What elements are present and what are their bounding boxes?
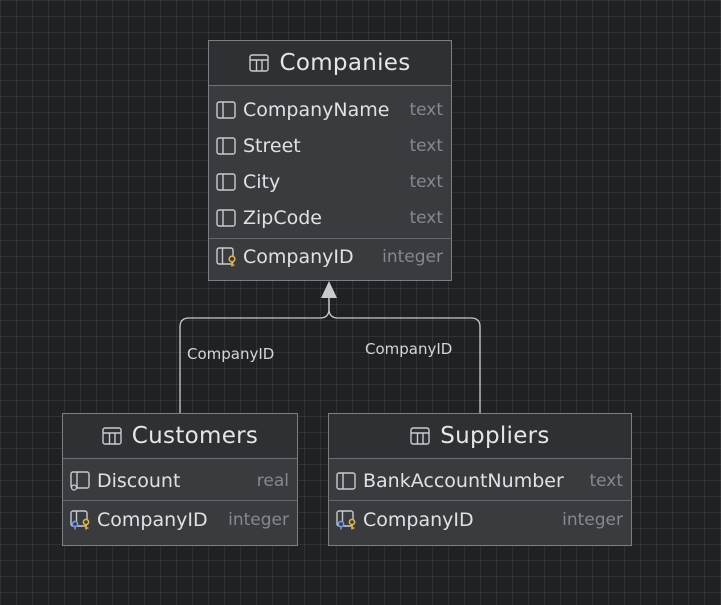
column-type: text bbox=[589, 471, 623, 491]
customers-entity[interactable]: Customers Discount real CompanyID intege… bbox=[62, 413, 298, 546]
companies-entity[interactable]: Companies CompanyName text Street text C… bbox=[208, 40, 452, 281]
column-type: text bbox=[409, 172, 443, 192]
companies-title: Companies bbox=[279, 50, 411, 76]
customers-column-row[interactable]: Discount real bbox=[63, 464, 297, 498]
column-name: CompanyID bbox=[363, 509, 474, 531]
companies-column-row[interactable]: CompanyName text bbox=[209, 92, 451, 128]
table-icon bbox=[410, 427, 430, 445]
primary-foreign-key-icon bbox=[336, 510, 358, 530]
column-icon bbox=[216, 208, 238, 228]
column-icon bbox=[216, 136, 238, 156]
suppliers-header[interactable]: Suppliers bbox=[329, 414, 631, 459]
column-name: Street bbox=[243, 135, 301, 157]
column-name: City bbox=[243, 171, 281, 193]
companies-column-row[interactable]: Street text bbox=[209, 128, 451, 164]
column-name: CompanyID bbox=[97, 509, 208, 531]
column-icon bbox=[336, 471, 358, 491]
column-name: Discount bbox=[97, 470, 181, 492]
suppliers-key-row[interactable]: CompanyID integer bbox=[329, 501, 631, 539]
column-name: CompanyName bbox=[243, 99, 390, 121]
column-type: integer bbox=[382, 247, 443, 267]
table-icon bbox=[249, 54, 270, 72]
column-type: text bbox=[409, 208, 443, 228]
column-type: integer bbox=[228, 510, 289, 530]
inheritance-arrowhead bbox=[321, 281, 337, 298]
companies-column-row[interactable]: ZipCode text bbox=[209, 200, 451, 236]
column-name: ZipCode bbox=[243, 207, 322, 229]
companies-key-row[interactable]: CompanyID integer bbox=[209, 239, 451, 275]
customers-relation-label: CompanyID bbox=[187, 345, 275, 363]
primary-key-icon bbox=[216, 247, 238, 267]
customers-key-row[interactable]: CompanyID integer bbox=[63, 501, 297, 539]
customers-title: Customers bbox=[131, 423, 259, 449]
table-icon bbox=[102, 427, 122, 445]
key-separator bbox=[209, 238, 451, 239]
customers-inheritance-line bbox=[179, 298, 330, 414]
column-icon bbox=[216, 172, 238, 192]
column-name: CompanyID bbox=[243, 246, 354, 268]
primary-foreign-key-icon bbox=[70, 510, 92, 530]
column-type: text bbox=[409, 136, 443, 156]
column-type: real bbox=[256, 471, 289, 491]
suppliers-inheritance-line bbox=[328, 298, 481, 414]
suppliers-entity[interactable]: Suppliers BankAccountNumber text Company… bbox=[328, 413, 632, 546]
suppliers-relation-label: CompanyID bbox=[365, 340, 453, 358]
key-separator bbox=[63, 500, 297, 501]
companies-header[interactable]: Companies bbox=[209, 41, 451, 86]
companies-column-row[interactable]: City text bbox=[209, 164, 451, 200]
customers-header[interactable]: Customers bbox=[63, 414, 297, 459]
column-type: integer bbox=[562, 510, 623, 530]
column-name: BankAccountNumber bbox=[363, 470, 564, 492]
suppliers-title: Suppliers bbox=[440, 423, 550, 449]
suppliers-column-row[interactable]: BankAccountNumber text bbox=[329, 464, 631, 498]
key-separator bbox=[329, 500, 631, 501]
column-icon bbox=[216, 100, 238, 120]
column-type: text bbox=[409, 100, 443, 120]
nullable-column-icon bbox=[70, 471, 92, 491]
